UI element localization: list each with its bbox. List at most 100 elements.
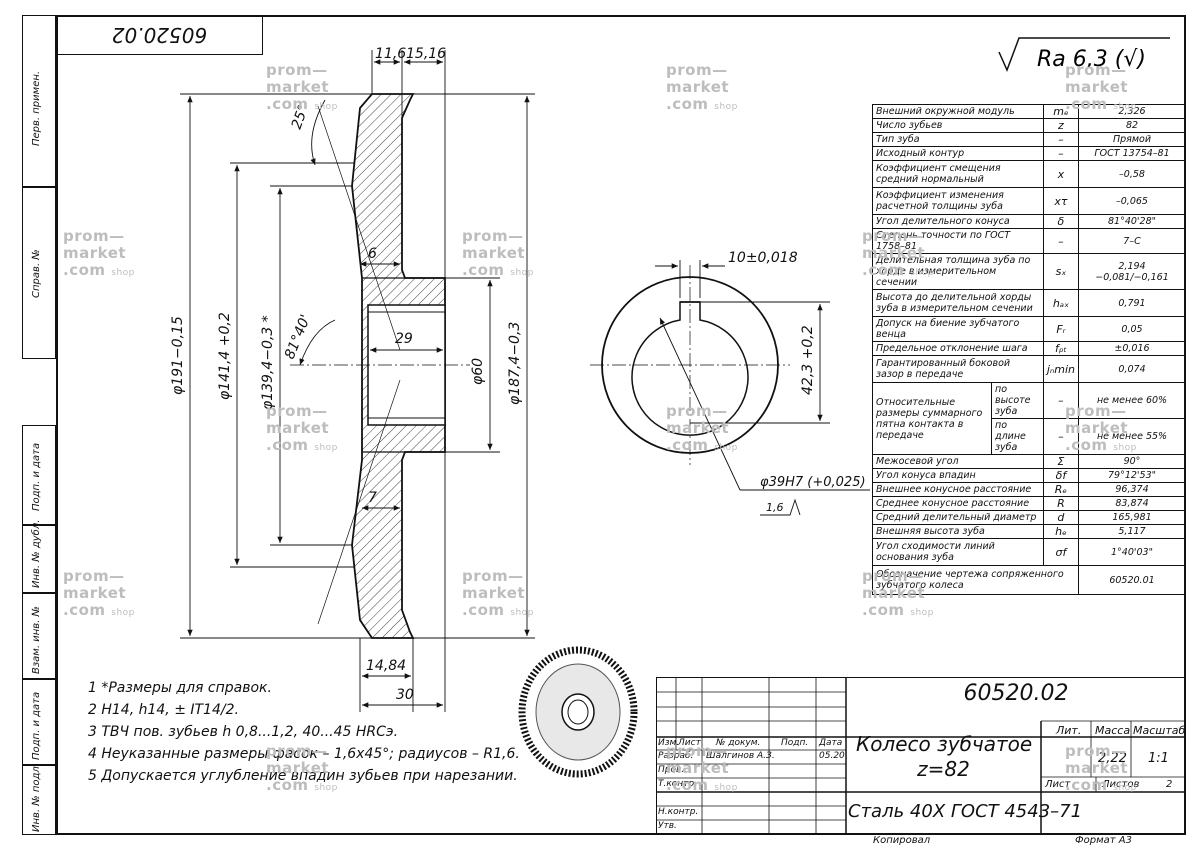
param-name: Угол конуса впадин bbox=[872, 468, 1044, 483]
param-name: Средний делительный диаметр bbox=[872, 510, 1044, 525]
dim-ra16: 1,6 bbox=[766, 501, 784, 514]
sb-cell-dubl: Инв. № дубл. bbox=[22, 520, 56, 593]
param-val: 7–С bbox=[1078, 228, 1186, 254]
note-4: 4 Неуказанные размеры фасок – 1,6х45°; р… bbox=[88, 746, 520, 762]
note-2: 2 H14, h14, ± IT14/2. bbox=[88, 702, 239, 718]
sb-cell-vzam: Взам. инв. № bbox=[22, 593, 56, 679]
param-sym: hₑ bbox=[1042, 524, 1080, 539]
tb-name1: Колесо зубчатое bbox=[856, 732, 1033, 756]
param-sym: R bbox=[1042, 496, 1080, 511]
param-name: Число зубьев bbox=[872, 118, 1044, 133]
title-block-grid bbox=[656, 677, 1186, 835]
tb-lit: Лит. bbox=[1056, 724, 1082, 737]
watermark: prom—market.com shop bbox=[862, 227, 934, 279]
param-name: Коэффициент смещения средний нормальный bbox=[872, 160, 1044, 188]
param-name: Среднее конусное расстояние bbox=[872, 496, 1044, 511]
tb-nkontr: Н.контр. bbox=[658, 807, 699, 817]
gear-section bbox=[290, 93, 470, 639]
dim-w1516: 15,16 bbox=[406, 46, 446, 62]
param-name: Гарантированный боковой зазор в передаче bbox=[872, 355, 1044, 383]
table-row: Обозначение чертежа сопряженного зубчато… bbox=[872, 565, 1186, 595]
tb-h-doc: № докум. bbox=[716, 738, 761, 748]
dim-d191: φ191−0,15 bbox=[170, 316, 186, 395]
technical-notes: 1 *Размеры для справок. 2 H14, h14, ± IT… bbox=[88, 677, 520, 787]
param-val: 0,05 bbox=[1078, 316, 1186, 342]
param-sym: – bbox=[1042, 132, 1080, 147]
front-view bbox=[590, 260, 870, 516]
dim-w7: 7 bbox=[368, 490, 377, 506]
param-val: 5,117 bbox=[1078, 524, 1186, 539]
tb-razrab-name: Шалгинов А.З. bbox=[706, 751, 775, 761]
watermark: prom—market.com shop bbox=[1065, 402, 1137, 454]
dim-w6: 6 bbox=[368, 246, 377, 262]
note-3: 3 ТВЧ пов. зубьев h 0,8...1,2, 40...45 H… bbox=[88, 724, 399, 740]
watermark: prom—market.com shop bbox=[63, 227, 135, 279]
param-val: –0,58 bbox=[1078, 160, 1186, 188]
gear-thumbnail bbox=[518, 646, 638, 778]
param-sym: – bbox=[1042, 146, 1080, 161]
param-sym: δf bbox=[1042, 468, 1080, 483]
tb-h-list: Лист bbox=[678, 738, 701, 748]
dim-d60: φ60 bbox=[470, 358, 486, 385]
dim-bore: φ39Н7 (+0,025) bbox=[760, 475, 866, 490]
tb-mass: 2,22 bbox=[1098, 751, 1127, 766]
sb-cell-podp2: Подп. и дата bbox=[22, 679, 56, 765]
dim-w116: 11,6 bbox=[375, 46, 406, 62]
dim-w1484: 14,84 bbox=[366, 658, 406, 674]
param-name: Межосевой угол bbox=[872, 454, 1044, 469]
dim-d141: φ141,4 +0,2 bbox=[217, 312, 233, 400]
param-val: 60520.01 bbox=[1078, 565, 1186, 595]
watermark: prom—market.com shop bbox=[63, 567, 135, 619]
tb-mass-h: Масса bbox=[1095, 724, 1131, 737]
dim-key10: 10±0,018 bbox=[728, 250, 798, 266]
dimension-lines bbox=[180, 50, 535, 712]
param-sym: Fᵣ bbox=[1042, 316, 1080, 342]
watermark: prom—market.com shop bbox=[666, 402, 738, 454]
sb-cell-podl: Инв. № подл. bbox=[22, 763, 56, 835]
param-name: Делительная толщина зуба по хорде в изме… bbox=[872, 253, 1044, 290]
param-val: 79°12'53" bbox=[1078, 468, 1186, 483]
param-sym: sₓ bbox=[1042, 253, 1080, 290]
dim-w30: 30 bbox=[396, 687, 414, 703]
param-sym: fₚₜ bbox=[1042, 341, 1080, 356]
watermark: prom—market.com shop bbox=[266, 402, 338, 454]
param-val: ГОСТ 13754–81 bbox=[1078, 146, 1186, 161]
param-sym: xτ bbox=[1042, 187, 1080, 215]
param-val: 81°40'28" bbox=[1078, 214, 1186, 229]
param-sym: Σ bbox=[1042, 454, 1080, 469]
param-val: 165,981 bbox=[1078, 510, 1186, 525]
param-val: 83,874 bbox=[1078, 496, 1186, 511]
tb-h-izm: Изм. bbox=[658, 738, 680, 748]
table-row: Делительная толщина зуба по хорде в изме… bbox=[872, 253, 1186, 290]
note-5: 5 Допускается углубление впадин зубьев п… bbox=[88, 768, 518, 784]
note-1: 1 *Размеры для справок. bbox=[88, 680, 272, 696]
param-val: 96,374 bbox=[1078, 482, 1186, 497]
param-sym: jₙmin bbox=[1042, 355, 1080, 383]
param-name: Тип зуба bbox=[872, 132, 1044, 147]
param-val: не менее 60% bbox=[1078, 382, 1186, 419]
param-sym: d bbox=[1042, 510, 1080, 525]
table-row: Коэффициент изменения расчетной толщины … bbox=[872, 187, 1186, 215]
param-val: 82 bbox=[1078, 118, 1186, 133]
dim-d139: φ139,4−0,3 * bbox=[260, 315, 276, 410]
roughness-symbol: Ra 6,3 (√) bbox=[998, 37, 1170, 72]
param-val: не менее 55% bbox=[1078, 418, 1186, 455]
param-val: –0,065 bbox=[1078, 187, 1186, 215]
param-name: Предельное отклонение шага bbox=[872, 341, 1044, 356]
tb-utv: Утв. bbox=[658, 821, 677, 831]
tb-razrab-date: 05.20 bbox=[819, 751, 845, 761]
param-name: Угол сходимости линий основания зуба bbox=[872, 538, 1044, 566]
table-row: Высота до делительной хорды зуба в измер… bbox=[872, 289, 1186, 317]
front-view-labels: 10±0,018 42,3 +0,2 φ39Н7 (+0,025) 1,6 bbox=[728, 250, 866, 514]
param-val: 0,074 bbox=[1078, 355, 1186, 383]
param-name: Внешнее конусное расстояние bbox=[872, 482, 1044, 497]
